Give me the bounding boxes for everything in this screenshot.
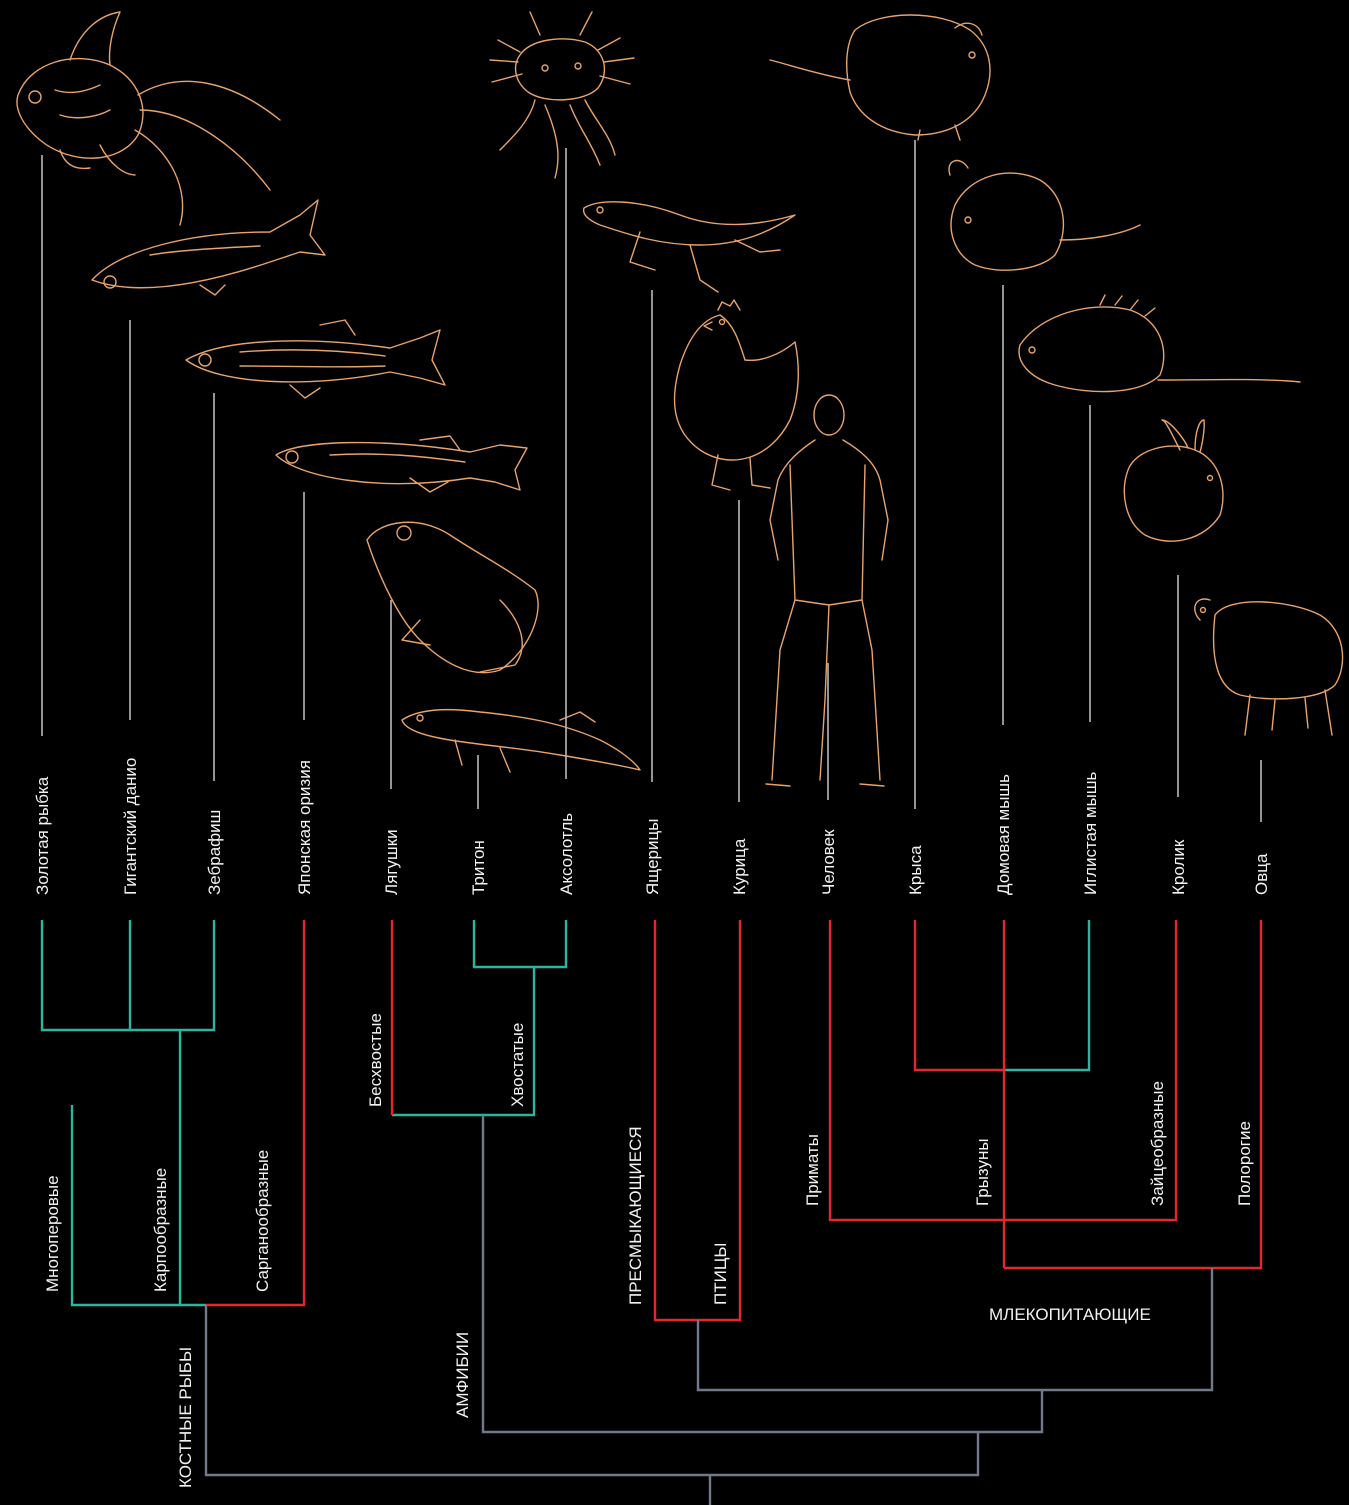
giant-danio-drawing (92, 200, 325, 295)
species-label-goldfish: Золотая рыбка (33, 776, 52, 895)
branch-amniotes (698, 1268, 1212, 1390)
teal-branches (42, 920, 1089, 1305)
species-label-spiny-mouse: Иглистая мышь (1081, 772, 1100, 895)
order-label-beloniformes: Сарганообразные (253, 1150, 272, 1292)
order-label-rodentia: Грызуны (973, 1138, 992, 1206)
order-label-lagomorpha: Зайцеобразные (1148, 1081, 1167, 1206)
spiny-mouse-drawing (1019, 295, 1300, 392)
axolotl-drawing (490, 12, 634, 178)
species-label-human: Человек (819, 829, 838, 895)
zebrafish-drawing (186, 320, 445, 398)
sheep-drawing (1195, 599, 1343, 735)
class-label-bony-fish: КОСТНЫЕ РЫБЫ (176, 1347, 195, 1488)
chicken-drawing (675, 300, 799, 490)
order-label-anura: Бесхвостые (366, 1013, 385, 1107)
red-branches (206, 920, 1261, 1320)
goldfish-drawing (17, 12, 280, 225)
class-label-birds: ПТИЦЫ (711, 1243, 730, 1305)
branch-polypteriformes (72, 1105, 206, 1305)
species-label-newt: Тритон (469, 840, 488, 895)
class-label-reptiles: ПРЕСМЫКАЮЩИЕСЯ (626, 1126, 645, 1305)
order-label-caudata: Хвостатые (508, 1023, 527, 1107)
rabbit-drawing (1124, 420, 1223, 541)
class-label-mammals: МЛЕКОПИТАЮЩИЕ (989, 1305, 1151, 1324)
order-label-polypteriformes: Многоперовые (43, 1175, 62, 1292)
house-mouse-drawing (949, 161, 1140, 271)
order-label-primates: Приматы (803, 1134, 822, 1206)
order-labels: Многоперовые Карпообразные Сарганообразн… (43, 1013, 1254, 1292)
branch-spiny-mouse (1004, 920, 1089, 1070)
species-label-house-mouse: Домовая мышь (994, 774, 1013, 895)
species-label-axolotl: Аксолотль (557, 813, 576, 895)
species-label-giant-danio: Гигантский данио (121, 758, 140, 895)
branch-tetrapods (483, 1115, 1042, 1432)
branch-caudata (474, 920, 566, 967)
medaka-drawing (276, 436, 527, 492)
rat-drawing (770, 15, 990, 140)
species-label-rat: Крыса (906, 845, 925, 895)
species-label-frogs: Лягушки (382, 829, 401, 895)
branch-murids (915, 920, 1004, 1070)
lizard-drawing (584, 202, 795, 292)
frog-drawing (367, 522, 538, 672)
species-label-lizards: Ящерицы (643, 819, 662, 895)
leader-lines (42, 140, 1261, 822)
species-label-sheep: Овца (1252, 853, 1271, 895)
order-label-bovidae: Полорогие (1235, 1121, 1254, 1206)
human-drawing (766, 395, 888, 786)
species-label-medaka: Японская оризия (295, 760, 314, 895)
species-label-rabbit: Кролик (1169, 839, 1188, 895)
branch-carps (42, 920, 214, 1030)
class-label-amphibians: АМФИБИИ (453, 1332, 472, 1418)
species-label-chicken: Курица (730, 838, 749, 895)
species-label-zebrafish: Зебрафиш (205, 810, 224, 895)
newt-drawing (402, 710, 640, 772)
order-label-cypriniformes: Карпообразные (151, 1168, 170, 1292)
branch-bovidae (1004, 920, 1261, 1268)
